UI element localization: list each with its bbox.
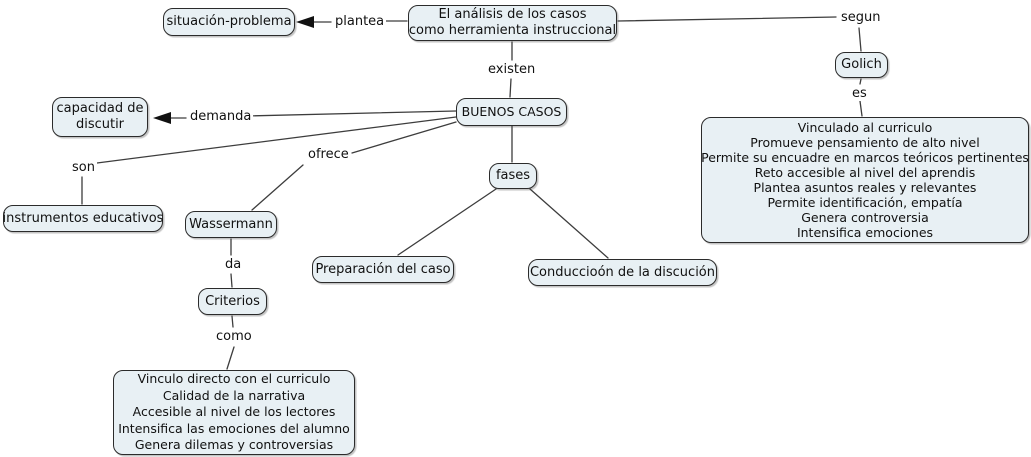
connector-demanda-right <box>245 110 457 117</box>
node-capacidad-discutir[interactable]: capacidad de discutir <box>52 97 148 137</box>
link-label-plantea[interactable]: plantea <box>333 14 387 29</box>
node-text-line: Accesible al nivel de los lectores <box>132 404 336 420</box>
connector-como-list <box>226 346 235 370</box>
node-text-line: Genera controversia <box>801 210 929 225</box>
node-instrumentos-educativos[interactable]: instrumentos educativos <box>3 205 163 232</box>
link-label-da[interactable]: da <box>223 257 244 272</box>
node-text-line: Intensifica las emociones del alumno <box>118 420 350 436</box>
node-wassermann-criteria-list[interactable]: Vinculo directo con el curriculo Calidad… <box>113 370 355 455</box>
node-analisis-casos[interactable]: El análisis de los casos como herramient… <box>408 5 617 41</box>
link-label-segun[interactable]: segun <box>839 10 883 25</box>
node-text-line: Permite identificación, empatía <box>767 195 963 210</box>
node-conduccion-discucion[interactable]: Conduccioón de la discución <box>528 259 717 286</box>
connector-da-crit <box>230 273 233 288</box>
connector-buenos-son <box>96 116 457 164</box>
node-wassermann[interactable]: Wassermann <box>185 211 277 238</box>
node-text-line: Permite su encuadre en marcos teóricos p… <box>701 150 1029 165</box>
node-text-line: capacidad de <box>56 101 144 116</box>
node-text-line: Reto accesible al nivel del aprendis <box>754 165 976 180</box>
connector-ofrece-wass <box>251 164 304 211</box>
link-label-demanda[interactable]: demanda <box>188 109 254 124</box>
connector-golich-es <box>859 78 862 85</box>
node-buenos-casos[interactable]: BUENOS CASOS <box>456 98 567 126</box>
node-criterios[interactable]: Criterios <box>198 288 267 315</box>
node-text-line: Vinculado al curriculo <box>797 120 933 135</box>
connector-segun-golich <box>858 27 862 52</box>
node-fases[interactable]: fases <box>489 163 537 189</box>
node-text-line: Calidad de la narrativa <box>162 387 306 403</box>
link-label-ofrece[interactable]: ofrece <box>306 147 351 162</box>
connector-es-criteria <box>859 100 863 117</box>
node-golich[interactable]: Golich <box>835 52 888 78</box>
arrowhead-plantea <box>296 16 314 28</box>
node-text-line: Plantea asuntos reales y relevantes <box>753 180 977 195</box>
connector-buenos-ofrece <box>351 121 457 154</box>
connector-crit-como <box>231 315 234 328</box>
node-preparacion-caso[interactable]: Preparación del caso <box>312 256 454 283</box>
node-text-line: Genera dilemas y controversias <box>134 437 334 453</box>
node-text-line: Intensifica emociones <box>796 225 934 240</box>
link-label-es[interactable]: es <box>850 86 869 101</box>
node-text-line: El análisis de los casos <box>438 7 587 22</box>
link-label-como[interactable]: como <box>214 329 254 344</box>
node-text-line: como herramienta instruccional <box>408 23 617 38</box>
connector-main-segun <box>617 16 837 22</box>
connector-fases-cond <box>529 188 609 259</box>
node-text-line: Vinculo directo con el curriculo <box>137 371 331 387</box>
connector-fases-prep <box>397 188 497 256</box>
node-situacion-problema[interactable]: situación-problema <box>163 8 295 36</box>
node-golich-criteria-list[interactable]: Vinculado al curriculo Promueve pensamie… <box>701 117 1029 243</box>
link-label-existen[interactable]: existen <box>486 62 538 77</box>
connector-existen-buenos <box>509 78 512 98</box>
link-label-son[interactable]: son <box>70 160 97 175</box>
arrowhead-demanda <box>153 112 171 124</box>
node-text-line: discutir <box>75 117 125 132</box>
node-text-line: Promueve pensamiento de alto nivel <box>750 135 980 150</box>
